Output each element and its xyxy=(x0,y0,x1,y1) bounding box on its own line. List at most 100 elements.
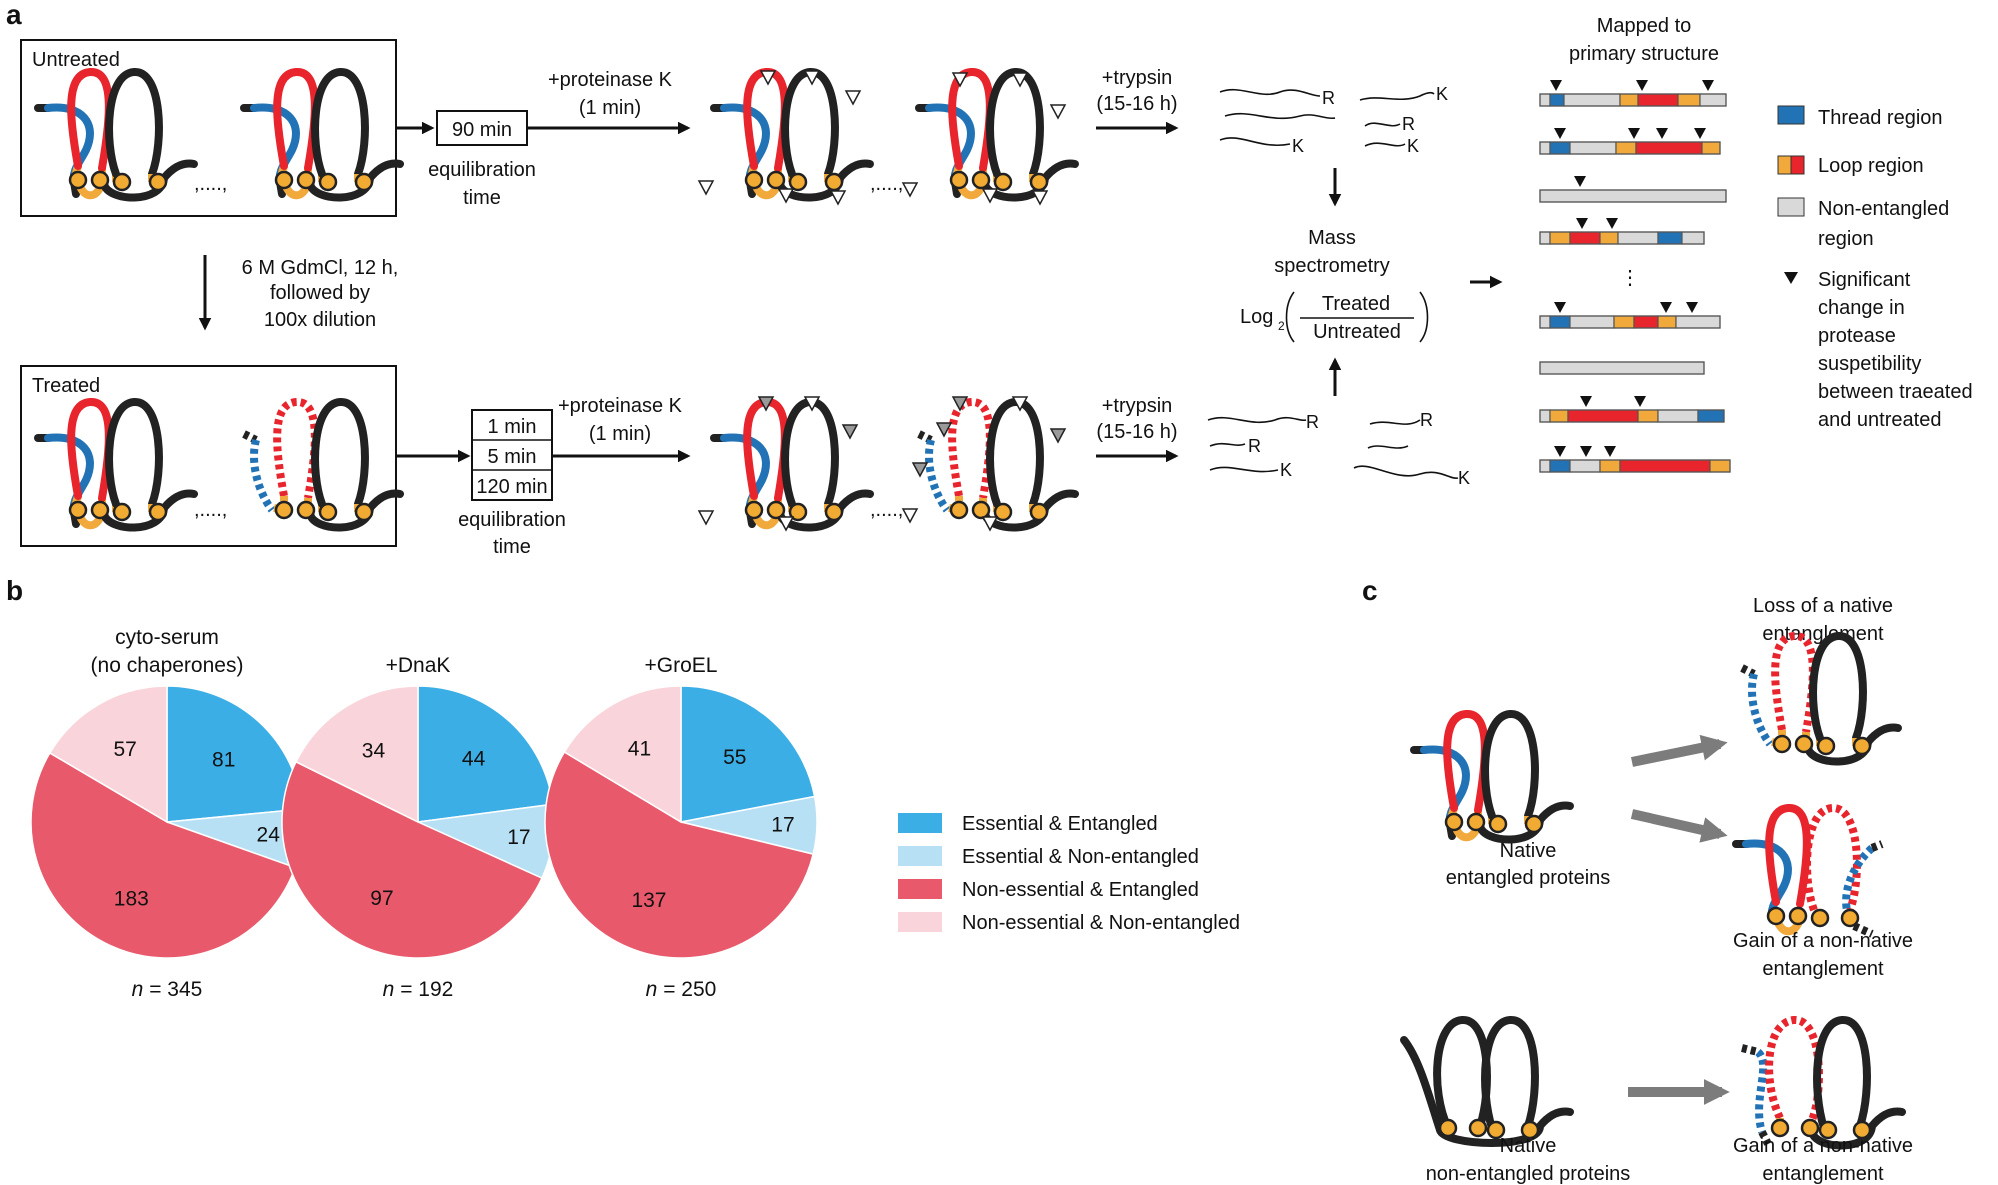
significant-change-marker xyxy=(1634,396,1646,407)
digested-protein-icon xyxy=(714,402,870,528)
lost-entanglement-icon xyxy=(244,402,400,528)
digested-protein-icon xyxy=(919,72,1075,198)
pie-legend: Essential & Entangled Essential & Non-en… xyxy=(898,813,1240,934)
slice-value-label: 41 xyxy=(628,738,651,761)
legend-label: Non-essential & Entangled xyxy=(962,879,1199,901)
svg-text:Untreated: Untreated xyxy=(1313,321,1401,343)
pie-slice xyxy=(295,685,419,824)
native-entangled-icon xyxy=(1414,714,1570,840)
legend-marker-icon xyxy=(1784,272,1798,284)
ellipsis: ,...., xyxy=(870,173,903,195)
equilibration-label: time xyxy=(463,187,501,209)
trypsin-label: +trypsin xyxy=(1102,395,1173,417)
legend-swatch xyxy=(898,813,942,833)
legend-swatch xyxy=(898,912,942,932)
ellipsis: ,...., xyxy=(194,173,227,195)
equilibration-label: equilibration xyxy=(428,159,536,181)
treated-time: 120 min xyxy=(476,476,547,498)
significant-change-marker xyxy=(1606,218,1618,229)
untreated-time: 90 min xyxy=(452,119,512,141)
structure-bar xyxy=(1539,80,1727,107)
arrow xyxy=(1630,809,1728,843)
panel-label-c: c xyxy=(1362,575,1378,606)
pie-slice xyxy=(680,685,816,823)
native-nonent-label: non-entangled proteins xyxy=(1426,1163,1631,1185)
slice-value-label: 17 xyxy=(771,814,794,837)
svg-text:R: R xyxy=(1420,410,1433,430)
native-protein-icon xyxy=(38,402,194,528)
svg-text:K: K xyxy=(1458,468,1470,488)
legend-swatch xyxy=(898,879,942,899)
structure-bar xyxy=(1539,302,1721,329)
svg-text:K: K xyxy=(1280,460,1292,480)
structure-bar xyxy=(1539,446,1731,473)
ellipsis: ,...., xyxy=(194,499,227,521)
slice-value-label: 57 xyxy=(113,738,136,761)
legend-loop: Loop region xyxy=(1818,155,1924,177)
svg-text:K: K xyxy=(1292,136,1304,156)
trypsin-label: (15-16 h) xyxy=(1096,93,1177,115)
significant-change-marker xyxy=(1580,446,1592,457)
significant-change-marker xyxy=(1550,80,1562,91)
svg-text:R: R xyxy=(1306,412,1319,432)
native-entangled-label: entangled proteins xyxy=(1446,867,1611,889)
svg-text:R: R xyxy=(1402,114,1415,134)
slice-value-label: 55 xyxy=(723,746,746,769)
svg-text:K: K xyxy=(1436,84,1448,104)
proteinase-label: +proteinase K xyxy=(558,395,683,417)
pie-slice xyxy=(281,760,543,959)
pie-slice xyxy=(544,751,815,959)
mapped-title: primary structure xyxy=(1569,43,1719,65)
equilibration-label: time xyxy=(493,536,531,558)
native-entangled-label: Native xyxy=(1500,840,1557,862)
significant-change-marker xyxy=(1554,128,1566,139)
gain1-label: Gain of a non-native xyxy=(1733,930,1913,952)
legend-thread: Thread region xyxy=(1818,107,1943,129)
significant-change-marker xyxy=(1554,446,1566,457)
log-ratio-formula: Log 2 Treated Untreated xyxy=(1240,291,1429,343)
primary-structure-bars xyxy=(1539,80,1731,473)
proteinase-label: (1 min) xyxy=(589,423,651,445)
legend-swatch-nonent xyxy=(1777,197,1805,217)
panel-label-a: a xyxy=(6,0,22,30)
pie-slice xyxy=(48,685,168,824)
svg-text:K: K xyxy=(1407,136,1419,156)
legend-label: Essential & Entangled xyxy=(962,813,1158,835)
native-protein-icon xyxy=(38,72,194,198)
significant-change-marker xyxy=(1686,302,1698,313)
treated-time: 5 min xyxy=(488,446,537,468)
loss-icon xyxy=(1742,636,1898,762)
panel-label-b: b xyxy=(6,575,23,606)
slice-value-label: 24 xyxy=(257,824,281,847)
legend-sig: between traeated xyxy=(1818,381,1973,403)
svg-text:2: 2 xyxy=(1278,319,1285,333)
svg-text:R: R xyxy=(1248,436,1261,456)
gain1-label: entanglement xyxy=(1762,958,1884,980)
significant-change-marker xyxy=(1660,302,1672,313)
significant-change-marker xyxy=(1576,218,1588,229)
legend-swatch xyxy=(898,846,942,866)
native-nonent-label: Native xyxy=(1500,1135,1557,1157)
legend-swatch-thread xyxy=(1777,105,1805,125)
untreated-label: Untreated xyxy=(32,49,120,71)
significant-change-marker xyxy=(1694,128,1706,139)
pie-title: +DnaK xyxy=(386,654,451,677)
structure-bar xyxy=(1539,128,1721,155)
equilibration-label: equilibration xyxy=(458,509,566,531)
gain2-icon xyxy=(1742,1020,1902,1146)
legend-sig: suspetibility xyxy=(1818,353,1921,375)
legend-sig: and untreated xyxy=(1818,409,1941,431)
peptides-bottom: R R R K K xyxy=(1207,410,1470,488)
treated-time: 1 min xyxy=(488,416,537,438)
pie-title: cyto-serum xyxy=(115,626,219,649)
pie-slice xyxy=(30,751,297,959)
native-protein-icon xyxy=(244,72,400,198)
legend-nonent: Non-entangled xyxy=(1818,198,1949,220)
denature-label: 100x dilution xyxy=(264,309,376,331)
legend-swatch-loop xyxy=(1777,155,1792,175)
legend-sig: Significant xyxy=(1818,269,1911,291)
significant-change-marker xyxy=(1656,128,1668,139)
significant-change-marker xyxy=(1554,302,1566,313)
